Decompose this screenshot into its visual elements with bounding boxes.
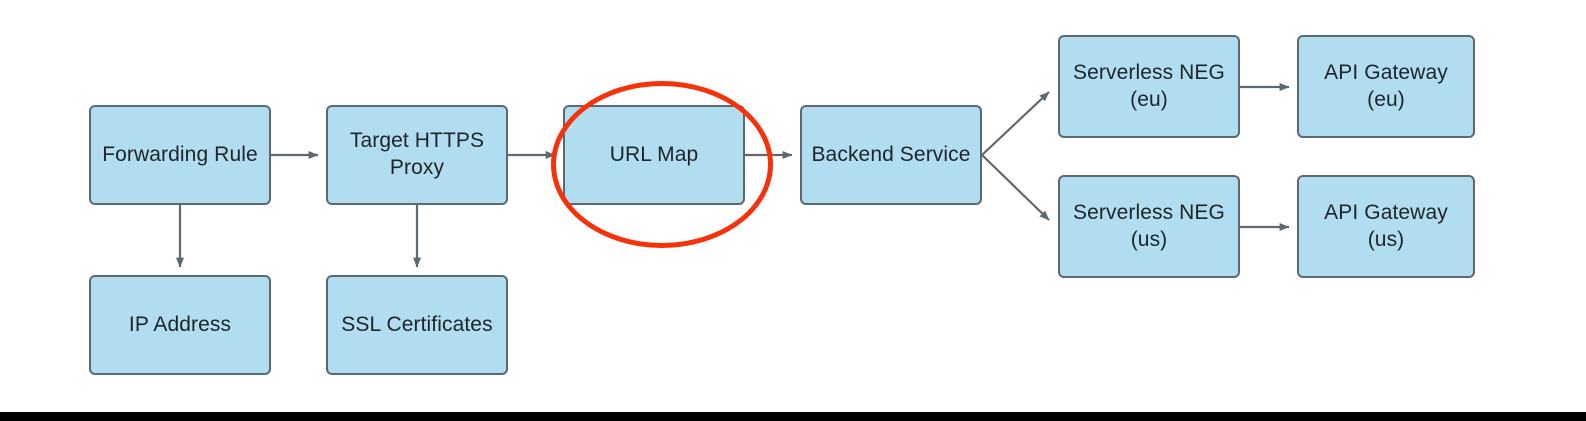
- node-api-gateway-us[interactable]: API Gateway (us): [1297, 175, 1475, 278]
- node-label: Backend Service: [811, 142, 971, 166]
- node-api-gateway-eu[interactable]: API Gateway (eu): [1297, 35, 1475, 138]
- node-label: Forwarding Rule: [102, 142, 258, 166]
- node-serverless-neg-us[interactable]: Serverless NEG (us): [1058, 175, 1240, 278]
- node-label: Serverless NEG (eu): [1073, 60, 1225, 111]
- node-label: SSL Certificates: [341, 312, 493, 336]
- node-label: URL Map: [609, 142, 699, 166]
- node-ip-address[interactable]: IP Address: [89, 275, 271, 375]
- node-backend-service[interactable]: Backend Service: [800, 105, 982, 205]
- node-label: API Gateway (eu): [1324, 60, 1448, 111]
- edge-backend-service-to-serverless-neg-eu: [981, 91, 1050, 156]
- node-label: IP Address: [128, 312, 232, 336]
- node-target-https-proxy[interactable]: Target HTTPS Proxy: [326, 105, 508, 205]
- node-url-map[interactable]: URL Map: [563, 105, 745, 205]
- node-forwarding-rule[interactable]: Forwarding Rule: [89, 105, 271, 205]
- edge-backend-service-to-serverless-neg-us: [981, 154, 1050, 221]
- footer-divider: [0, 412, 1586, 421]
- node-serverless-neg-eu[interactable]: Serverless NEG (eu): [1058, 35, 1240, 138]
- node-label: Serverless NEG (us): [1073, 200, 1225, 251]
- node-label: API Gateway (us): [1324, 200, 1448, 251]
- node-ssl-certificates[interactable]: SSL Certificates: [326, 275, 508, 375]
- node-label: Target HTTPS Proxy: [349, 129, 485, 179]
